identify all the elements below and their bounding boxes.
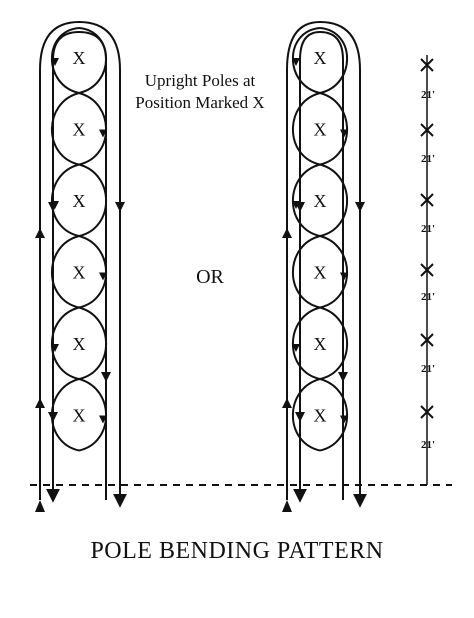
right-pole-marker: X xyxy=(314,334,327,354)
right-weave-arrow xyxy=(292,344,300,352)
left-direction-arrow xyxy=(48,202,58,212)
right-weave-arrow xyxy=(292,58,300,66)
left-direction-arrow xyxy=(101,372,111,382)
right-weave-pattern: X X X X X X xyxy=(282,20,367,512)
left-pole-marker: X xyxy=(73,120,86,140)
left-direction-arrow xyxy=(48,412,58,422)
left-outer-top-arc xyxy=(39,20,121,71)
right-inner-top-arc xyxy=(299,30,344,61)
spacing-label: 21' xyxy=(421,291,435,303)
right-pole-marker: X xyxy=(314,191,327,211)
right-pole-marker: X xyxy=(314,406,327,426)
right-direction-arrow xyxy=(282,398,292,408)
right-direction-arrow xyxy=(295,412,305,422)
left-inner-top-arc xyxy=(52,30,107,61)
right-direction-arrow xyxy=(295,202,305,212)
pole-spacing-scale: 21' 21' 21' 21' 21' 21' xyxy=(420,55,435,485)
or-label: OR xyxy=(196,266,224,288)
right-direction-arrow xyxy=(355,202,365,212)
spacing-label: 21' xyxy=(421,89,435,101)
right-direction-arrow xyxy=(282,228,292,238)
left-weave-strand-a xyxy=(50,27,108,452)
scale-pole-cross xyxy=(420,58,434,72)
right-pole-marker: X xyxy=(314,120,327,140)
right-start-arrow xyxy=(282,500,292,512)
right-weave-strand-b xyxy=(291,27,349,452)
right-pole-marker: X xyxy=(314,48,327,68)
left-direction-arrow xyxy=(35,228,45,238)
right-weave-strand-a xyxy=(291,27,349,452)
spacing-label: 21' xyxy=(421,439,435,451)
scale-pole-cross xyxy=(420,123,434,137)
left-start-arrow xyxy=(35,500,45,512)
left-direction-arrow xyxy=(35,398,45,408)
right-pole-marker: X xyxy=(314,263,327,283)
left-weave-pattern: X X X X X X xyxy=(35,20,127,512)
spacing-label: 21' xyxy=(421,223,435,235)
spacing-label: 21' xyxy=(421,363,435,375)
right-outer-top-arc xyxy=(286,20,361,71)
pattern-caption: POLE BENDING PATTERN xyxy=(90,538,384,564)
scale-pole-cross xyxy=(420,263,434,277)
left-pole-marker: X xyxy=(73,334,86,354)
upright-poles-note: Upright Poles at Position Marked X xyxy=(135,71,265,112)
scale-pole-cross xyxy=(420,405,434,419)
left-weave-strand-b xyxy=(50,27,108,452)
spacing-label: 21' xyxy=(421,153,435,165)
scale-pole-cross xyxy=(420,333,434,347)
scale-pole-cross xyxy=(420,193,434,207)
left-pole-marker: X xyxy=(73,406,86,426)
right-direction-arrow xyxy=(338,372,348,382)
left-direction-arrow xyxy=(115,202,125,212)
left-pole-marker: X xyxy=(73,48,86,68)
left-pole-marker: X xyxy=(73,263,86,283)
left-pole-marker: X xyxy=(73,191,86,211)
